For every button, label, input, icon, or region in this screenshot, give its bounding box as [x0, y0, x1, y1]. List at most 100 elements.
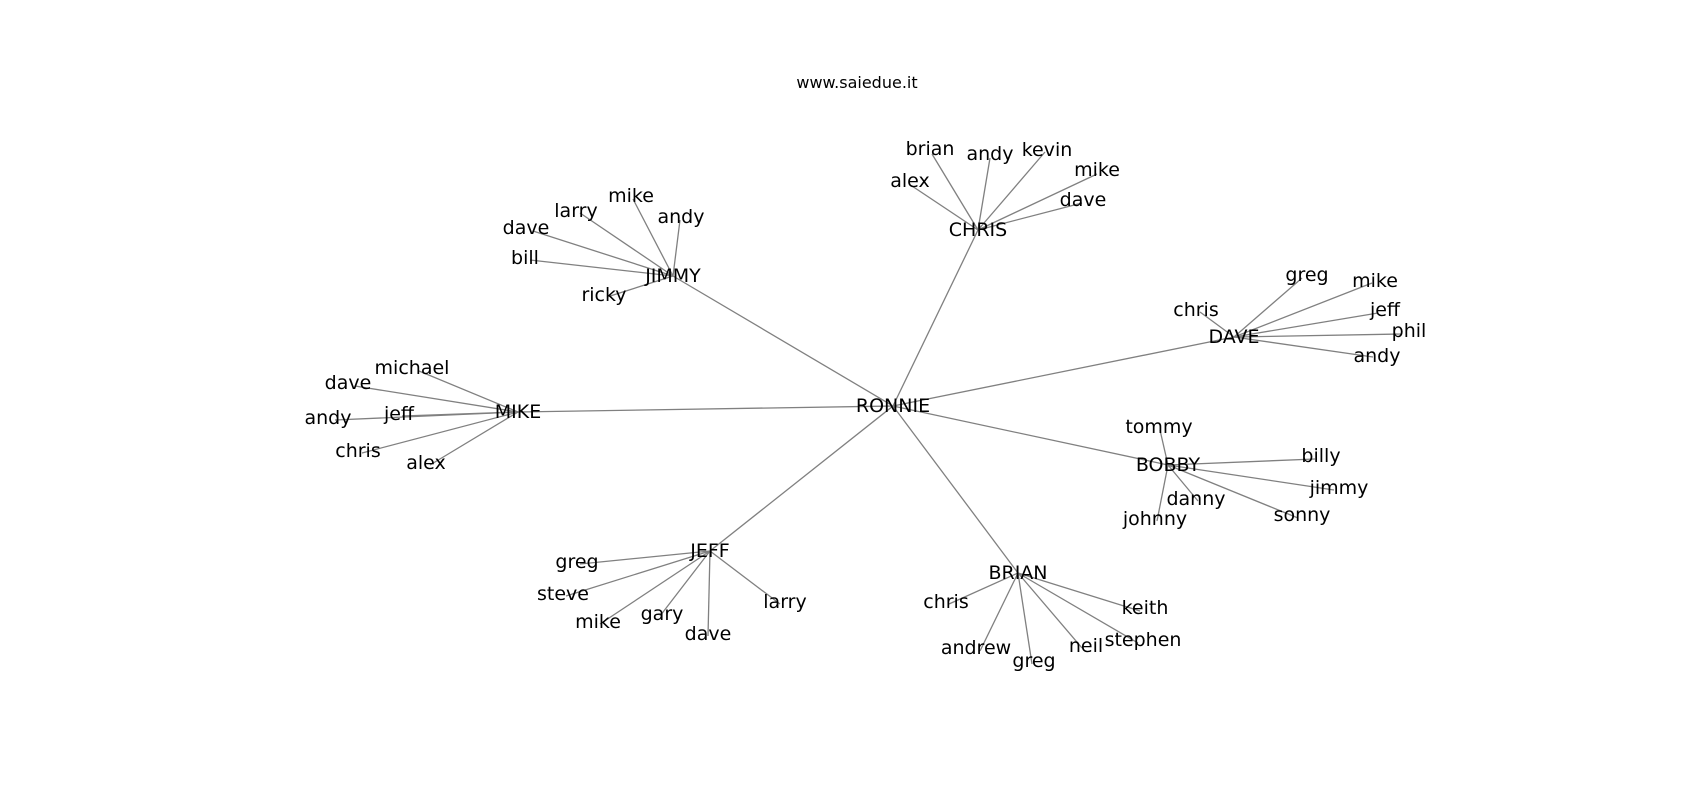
leaf-node-bobby-jimmy: jimmy — [1309, 477, 1369, 499]
leaf-node-brian-neil: neil — [1069, 635, 1103, 657]
leaf-node-bobby-billy: billy — [1301, 445, 1340, 467]
leaf-node-jeff-greg: greg — [555, 551, 598, 573]
edge-brian-stephen — [1017, 572, 1139, 644]
leaf-node-mike-michael: michael — [375, 357, 450, 379]
leaf-node-brian-chris: chris — [923, 591, 968, 613]
edge-chris-andy — [977, 157, 991, 231]
edge-dave-chris — [1199, 311, 1235, 338]
edge-brian-greg — [1017, 572, 1033, 665]
leaf-node-dave-mike: mike — [1352, 270, 1398, 292]
leaf-node-jimmy-bill: bill — [511, 247, 539, 269]
edge-brian-neil — [1017, 572, 1083, 649]
edge-mike-dave — [354, 385, 519, 413]
edge-bobby-danny — [1167, 464, 1199, 502]
leaf-node-brian-keith: keith — [1122, 597, 1169, 619]
leaf-node-jeff-gary: gary — [641, 603, 684, 625]
leaf-node-dave-andy: andy — [1354, 345, 1401, 367]
edge-jeff-steve — [565, 550, 711, 597]
hub-node-dave: DAVE — [1208, 326, 1259, 348]
edge-jimmy-mike — [632, 198, 674, 277]
edge-dave-mike — [1233, 282, 1373, 338]
leaf-node-chris-mike: mike — [1074, 159, 1120, 181]
leaf-node-jimmy-larry: larry — [554, 200, 597, 222]
leaf-node-mike-jeff: jeff — [383, 403, 415, 425]
edge-bobby-sonny — [1167, 464, 1299, 519]
edge-brian-chris — [948, 572, 1019, 605]
edge-root-to-chris — [892, 229, 979, 407]
edge-jeff-larry — [709, 550, 781, 605]
leaf-node-brian-andrew: andrew — [941, 637, 1011, 659]
leaf-node-jimmy-andy: andy — [658, 206, 705, 228]
edge-chris-dave — [977, 202, 1083, 231]
edge-jimmy-dave — [532, 230, 674, 277]
edge-mike-andy — [334, 411, 519, 421]
edge-dave-jeff — [1233, 312, 1379, 338]
leaf-node-chris-brian: brian — [906, 138, 955, 160]
edge-root-to-jimmy — [672, 275, 894, 407]
edge-bobby-tommy — [1159, 429, 1169, 466]
leaf-node-dave-phil: phil — [1392, 320, 1427, 342]
leaf-node-mike-dave: dave — [325, 372, 372, 394]
edge-dave-andy — [1233, 336, 1374, 358]
edge-chris-mike — [977, 173, 1098, 231]
leaf-node-brian-greg: greg — [1012, 650, 1055, 672]
edge-brian-andrew — [979, 572, 1019, 652]
edge-jimmy-bill — [529, 259, 674, 277]
edge-chris-alex — [911, 185, 979, 231]
watermark-text: www.saiedue.it — [796, 73, 917, 92]
leaf-node-dave-chris: chris — [1173, 299, 1218, 321]
leaf-node-jeff-steve: steve — [537, 583, 589, 605]
leaf-node-jeff-larry: larry — [763, 591, 806, 613]
hub-node-bobby: BOBBY — [1136, 454, 1201, 476]
edge-mike-alex — [429, 411, 519, 466]
leaf-node-chris-alex: alex — [890, 170, 930, 192]
leaf-node-bobby-johnny: johnny — [1122, 508, 1187, 530]
edge-bobby-jimmy — [1167, 464, 1335, 491]
leaf-node-brian-stephen: stephen — [1105, 629, 1182, 651]
leaf-node-jeff-mike: mike — [575, 611, 621, 633]
edge-jeff-mike — [599, 550, 711, 625]
edge-bobby-johnny — [1156, 464, 1169, 522]
leaf-node-mike-alex: alex — [406, 452, 446, 474]
root-node-label: RONNIE — [856, 395, 930, 417]
leaf-node-mike-andy: andy — [305, 407, 352, 429]
leaf-node-dave-greg: greg — [1285, 264, 1328, 286]
leaf-node-bobby-sonny: sonny — [1274, 504, 1331, 526]
leaf-node-jeff-dave: dave — [685, 623, 732, 645]
edge-chris-kevin — [977, 151, 1046, 231]
leaf-node-mike-chris: chris — [335, 440, 380, 462]
leaf-node-jimmy-mike: mike — [608, 185, 654, 207]
edge-root-to-jeff — [709, 405, 894, 552]
edge-root-to-mike — [517, 405, 894, 413]
leaf-node-bobby-danny: danny — [1166, 488, 1225, 510]
edge-mike-chris — [361, 411, 519, 454]
edge-chris-brian — [931, 153, 979, 231]
leaf-node-bobby-tommy: tommy — [1125, 416, 1192, 438]
edge-root-to-dave — [892, 336, 1235, 407]
edge-jimmy-larry — [579, 212, 674, 277]
leaf-node-dave-jeff: jeff — [1369, 299, 1401, 321]
edge-bobby-billy — [1167, 458, 1316, 466]
edge-brian-keith — [1017, 572, 1141, 612]
edge-dave-phil — [1233, 333, 1403, 338]
leaf-node-chris-andy: andy — [967, 143, 1014, 165]
edge-jimmy-ricky — [606, 275, 674, 298]
edge-jeff-dave — [707, 550, 711, 637]
hub-node-chris: CHRIS — [949, 219, 1007, 241]
hub-node-mike: MIKE — [495, 401, 541, 423]
edge-jeff-gary — [659, 550, 711, 617]
leaf-node-chris-kevin: kevin — [1022, 139, 1073, 161]
edge-mike-michael — [418, 370, 519, 413]
hub-node-jimmy: JIMMY — [644, 265, 701, 287]
edge-jimmy-andy — [672, 219, 681, 277]
hub-node-brian: BRIAN — [988, 562, 1047, 584]
leaf-node-jimmy-ricky: ricky — [581, 284, 626, 306]
edge-dave-greg — [1233, 277, 1303, 338]
edge-root-to-bobby — [892, 405, 1169, 466]
hub-node-jeff: JEFF — [689, 540, 729, 562]
edges-group — [334, 151, 1403, 665]
leaf-node-jimmy-dave: dave — [503, 217, 550, 239]
